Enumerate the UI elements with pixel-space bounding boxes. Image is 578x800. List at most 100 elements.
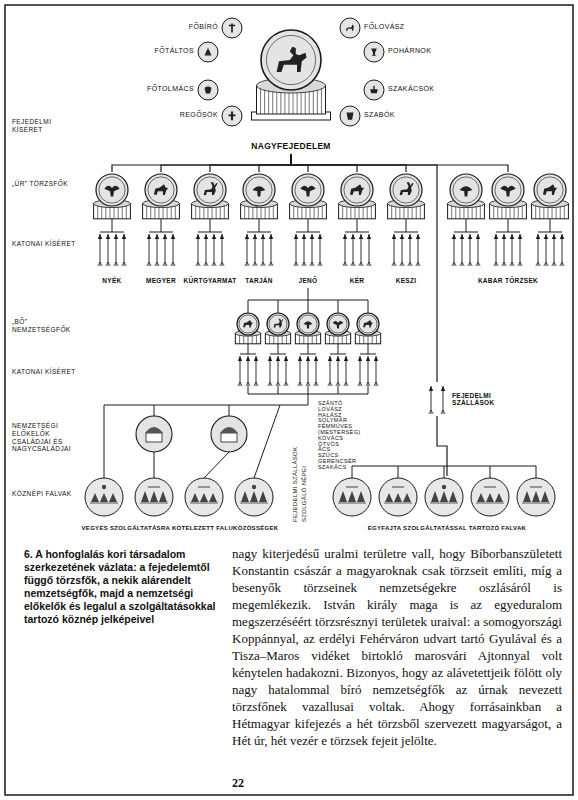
tree-line bbox=[268, 382, 270, 386]
seal-disc bbox=[390, 174, 422, 206]
tree-line bbox=[314, 382, 316, 386]
tree-line bbox=[338, 300, 339, 313]
tree-line bbox=[278, 335, 279, 343]
seal-figure bbox=[300, 186, 315, 197]
connector bbox=[291, 154, 508, 172]
tree-line bbox=[264, 88, 265, 115]
arrow-head bbox=[344, 356, 348, 361]
tree-line bbox=[270, 354, 286, 355]
tree-line bbox=[522, 206, 523, 219]
tree-line bbox=[238, 382, 240, 386]
tree-line bbox=[100, 262, 102, 266]
tree-line bbox=[296, 262, 298, 266]
arrow-head bbox=[302, 234, 306, 239]
arrow-head bbox=[502, 234, 506, 239]
node-text: VEGYES SZOLGÁLTATÁSRA KÖTELEZETT FALUKÖZ… bbox=[82, 525, 279, 532]
tree-line bbox=[368, 382, 370, 386]
seal-figure bbox=[460, 186, 473, 196]
tree-line bbox=[455, 206, 456, 219]
retinue-circle bbox=[340, 106, 360, 126]
tree-line bbox=[451, 206, 452, 219]
tree-line bbox=[302, 262, 304, 266]
role-label: FŐLOVÁSZ bbox=[364, 23, 444, 31]
tree-line bbox=[98, 262, 100, 266]
tree-line bbox=[460, 262, 462, 266]
tree-line bbox=[149, 262, 151, 266]
tribe-node: KÜRTGYARMAT bbox=[179, 172, 240, 286]
tree-line bbox=[293, 206, 294, 219]
tree-line bbox=[114, 262, 116, 266]
village-tent bbox=[477, 493, 485, 502]
noble-circle bbox=[211, 416, 247, 452]
tree-line bbox=[195, 206, 196, 219]
tree-line bbox=[269, 262, 271, 266]
village-mark bbox=[102, 485, 106, 489]
arrow-head bbox=[468, 234, 472, 239]
tree-line bbox=[308, 288, 309, 300]
tree-line bbox=[550, 219, 551, 232]
tree-line bbox=[278, 386, 279, 394]
tree-line bbox=[154, 405, 155, 416]
connector bbox=[259, 154, 291, 172]
village-tent bbox=[348, 491, 356, 502]
tree-line bbox=[353, 262, 355, 266]
arrow-head bbox=[560, 234, 564, 239]
tree-line bbox=[294, 262, 296, 266]
retinue-icon bbox=[347, 113, 354, 120]
occupation-label: SZAKÁCS bbox=[318, 465, 362, 471]
tree-line bbox=[376, 382, 378, 386]
arrow-head bbox=[510, 234, 514, 239]
village-tent bbox=[150, 491, 158, 502]
tree-line bbox=[494, 262, 496, 266]
village-mark bbox=[442, 485, 446, 489]
tree-line bbox=[454, 262, 456, 266]
tree-line bbox=[346, 335, 347, 343]
role-label: FŐTÁLTOS bbox=[126, 47, 194, 55]
village-tent bbox=[440, 491, 448, 502]
village-tent bbox=[394, 493, 402, 502]
tree-line bbox=[244, 206, 245, 219]
tree-line bbox=[308, 300, 309, 313]
tree-line bbox=[269, 335, 270, 343]
village-tent bbox=[250, 491, 258, 502]
arrow-head bbox=[366, 356, 370, 361]
tree-line bbox=[122, 206, 123, 219]
body-text: nagy kiterjedésű uralmi területre vall, … bbox=[232, 545, 562, 749]
arrow-head bbox=[408, 234, 412, 239]
village-tent bbox=[403, 493, 411, 502]
tree-line bbox=[278, 382, 280, 386]
arrow-head bbox=[374, 356, 378, 361]
arrow-head bbox=[196, 234, 200, 239]
tree-line bbox=[392, 487, 404, 488]
seal-ring bbox=[453, 177, 479, 203]
tree-line bbox=[330, 382, 332, 386]
tree-line bbox=[508, 219, 509, 232]
tree-line bbox=[312, 335, 313, 343]
seal-figure bbox=[363, 320, 373, 327]
tree-line bbox=[256, 335, 257, 343]
tree-line bbox=[204, 262, 206, 266]
arrow-head bbox=[476, 234, 480, 239]
tree-line bbox=[154, 452, 155, 478]
tree-line bbox=[462, 262, 464, 266]
arrow-head bbox=[400, 234, 404, 239]
tree-line bbox=[149, 232, 173, 233]
tree-line bbox=[470, 262, 472, 266]
tree-line bbox=[554, 262, 556, 266]
tree-line bbox=[101, 206, 102, 219]
tree-line bbox=[512, 262, 514, 266]
tree-line bbox=[538, 262, 540, 266]
tree-line bbox=[318, 262, 320, 266]
arrow-head bbox=[358, 356, 362, 361]
tree-line bbox=[126, 206, 127, 219]
village-circle bbox=[235, 478, 273, 516]
seal-ring bbox=[344, 177, 370, 203]
seal-disc bbox=[194, 174, 226, 206]
tree-line bbox=[255, 262, 257, 266]
retinue-circle bbox=[198, 80, 218, 100]
tree-line bbox=[346, 206, 347, 219]
seal-figure bbox=[274, 319, 284, 328]
tree-line bbox=[564, 206, 565, 219]
tree-line bbox=[496, 262, 498, 266]
row-label: FEJEDELMI KÍSÉRET bbox=[12, 118, 84, 134]
